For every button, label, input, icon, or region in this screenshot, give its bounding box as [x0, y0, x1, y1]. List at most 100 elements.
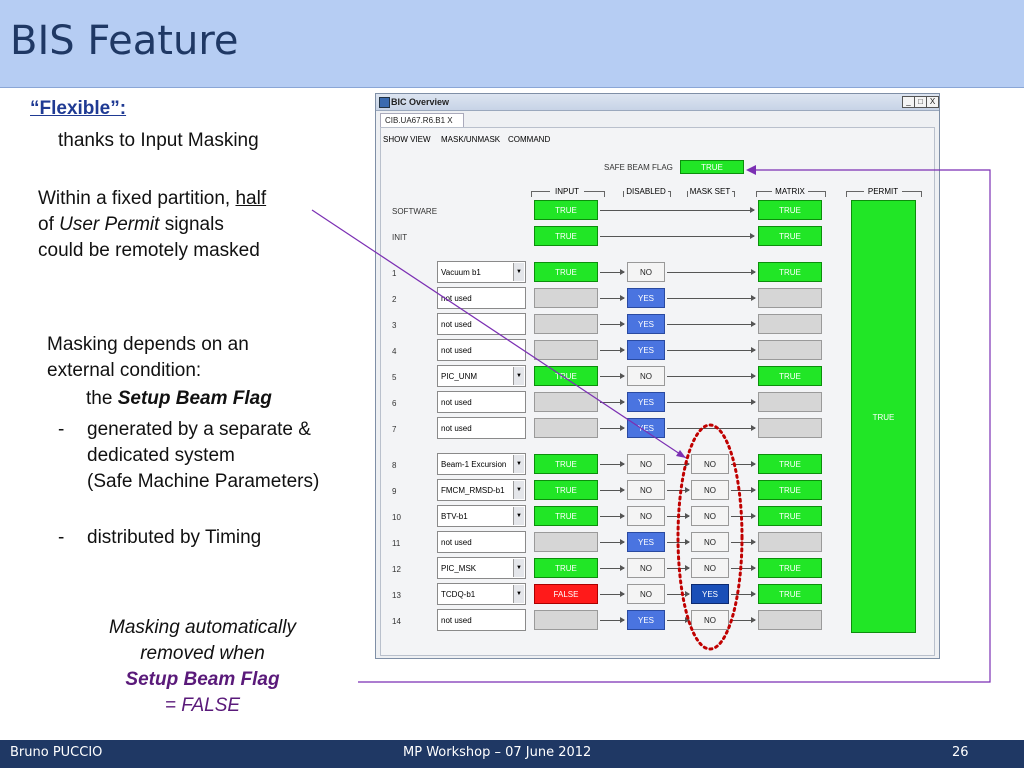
row-disabled-state[interactable]: YES: [627, 340, 665, 360]
header-permit: PERMIT: [864, 187, 902, 196]
row-name-field[interactable]: Vacuum b1 ▼: [437, 261, 526, 283]
tab-cib[interactable]: CIB.UA67.R6.B1 X: [380, 113, 464, 127]
row-matrix-state: [758, 314, 822, 334]
row-disabled-state[interactable]: YES: [627, 418, 665, 438]
row-disabled-state[interactable]: YES: [627, 610, 665, 630]
row-arrow-3: [731, 487, 756, 493]
row-input-state: [534, 418, 598, 438]
row-arrow-1: [600, 591, 625, 597]
bullet-distributed: distributed by Timing: [87, 527, 262, 548]
row-number: 2: [392, 295, 397, 304]
row-arrow-2: [667, 347, 756, 353]
row-arrow-3: [731, 617, 756, 623]
row-number: 13: [392, 591, 401, 600]
init-matrix: TRUE: [758, 226, 822, 246]
row-matrix-state: [758, 418, 822, 438]
dropdown-arrow-icon[interactable]: ▼: [513, 455, 524, 473]
menu-show-view[interactable]: SHOW VIEW: [383, 135, 431, 144]
row-arrow-1: [600, 565, 625, 571]
row-arrow-2: [667, 321, 756, 327]
row-name-field[interactable]: Beam-1 Excursion▼: [437, 453, 526, 475]
init-input: TRUE: [534, 226, 598, 246]
row-name: not used: [441, 320, 472, 329]
row-name: not used: [441, 424, 472, 433]
menu-command[interactable]: COMMAND: [508, 135, 551, 144]
removed-when-line: removed when: [140, 643, 265, 664]
row-arrow-1: [600, 295, 625, 301]
row-name-field[interactable]: not used: [437, 609, 526, 631]
row-name: PIC_UNM: [441, 372, 478, 381]
row-disabled-state[interactable]: NO: [627, 506, 665, 526]
row-name-field[interactable]: not used: [437, 391, 526, 413]
row-mask-state[interactable]: NO: [691, 506, 729, 526]
init-label: INIT: [392, 233, 408, 242]
row-arrow-3: [731, 591, 756, 597]
row-mask-state[interactable]: YES: [691, 584, 729, 604]
row-name: PIC_MSK: [441, 564, 477, 573]
safe-beam-flag-value: TRUE: [680, 160, 744, 174]
software-arrow-1: [600, 207, 755, 213]
row-mask-state[interactable]: NO: [691, 532, 729, 552]
row-matrix-state: [758, 610, 822, 630]
row-disabled-state[interactable]: YES: [627, 532, 665, 552]
safe-beam-flag-label: SAFE BEAM FLAG: [604, 163, 673, 172]
row-name-field[interactable]: not used: [437, 313, 526, 335]
row-name-field[interactable]: BTV-b1▼: [437, 505, 526, 527]
row-arrow-1: [600, 487, 625, 493]
row-name-field[interactable]: not used: [437, 339, 526, 361]
row-name-field[interactable]: TCDQ-b1▼: [437, 583, 526, 605]
row-mask-state[interactable]: NO: [691, 454, 729, 474]
dropdown-arrow-icon[interactable]: ▼: [513, 507, 524, 525]
row-name-field[interactable]: FMCM_RMSD-b1▼: [437, 479, 526, 501]
row-mask-state[interactable]: NO: [691, 480, 729, 500]
permit-value: TRUE: [851, 200, 916, 633]
row-arrow-1: [600, 321, 625, 327]
close-button[interactable]: X: [926, 96, 939, 108]
row-input-state: TRUE: [534, 558, 598, 578]
row-arrow-1: [600, 461, 625, 467]
setup-beam-flag-word: Setup Beam Flag: [117, 388, 272, 409]
row-mask-state[interactable]: NO: [691, 610, 729, 630]
header-input: INPUT: [550, 187, 584, 196]
row-name-field[interactable]: not used: [437, 531, 526, 553]
header-mask-set: MASK SET: [688, 187, 732, 196]
row-mask-state[interactable]: NO: [691, 558, 729, 578]
row-disabled-state[interactable]: NO: [627, 454, 665, 474]
row-disabled-state[interactable]: NO: [627, 558, 665, 578]
row-name: not used: [441, 398, 472, 407]
row-disabled-state[interactable]: NO: [627, 480, 665, 500]
row-disabled-state[interactable]: YES: [627, 288, 665, 308]
annotation-arrowhead-flag: [746, 165, 756, 175]
init-arrow-1: [600, 233, 755, 239]
row-name-field[interactable]: PIC_UNM ▼: [437, 365, 526, 387]
row-arrow-3: [731, 461, 756, 467]
row-input-state: [534, 314, 598, 334]
minimize-button[interactable]: _: [902, 96, 915, 108]
slide-title: BIS Feature: [10, 18, 239, 64]
header-matrix: MATRIX: [772, 187, 808, 196]
row-input-state: TRUE: [534, 480, 598, 500]
row-disabled-state[interactable]: YES: [627, 392, 665, 412]
row-name: Vacuum b1: [441, 268, 481, 277]
partition-text: Within a fixed partition, half of User P…: [38, 186, 266, 264]
row-matrix-state: TRUE: [758, 366, 822, 386]
row-disabled-state[interactable]: NO: [627, 262, 665, 282]
dropdown-arrow-icon[interactable]: ▼: [513, 559, 524, 577]
menu-mask-unmask[interactable]: MASK/UNMASK: [441, 135, 501, 144]
row-input-state: [534, 610, 598, 630]
row-name-field[interactable]: not used: [437, 287, 526, 309]
row-disabled-state[interactable]: YES: [627, 314, 665, 334]
flexible-heading: “Flexible”:: [30, 98, 127, 119]
dropdown-arrow-icon[interactable]: ▼: [513, 481, 524, 499]
row-disabled-state[interactable]: NO: [627, 366, 665, 386]
dropdown-arrow-icon[interactable]: ▼: [513, 367, 524, 385]
row-disabled-state[interactable]: NO: [627, 584, 665, 604]
dropdown-arrow-icon[interactable]: ▼: [513, 263, 524, 281]
dropdown-arrow-icon[interactable]: ▼: [513, 585, 524, 603]
row-name-field[interactable]: PIC_MSK ▼: [437, 557, 526, 579]
footer-event: MP Workshop – 07 June 2012: [403, 745, 592, 760]
setup-beam-flag-line: the Setup Beam Flag: [86, 386, 272, 412]
row-number: 11: [392, 539, 401, 548]
row-name-field[interactable]: not used: [437, 417, 526, 439]
